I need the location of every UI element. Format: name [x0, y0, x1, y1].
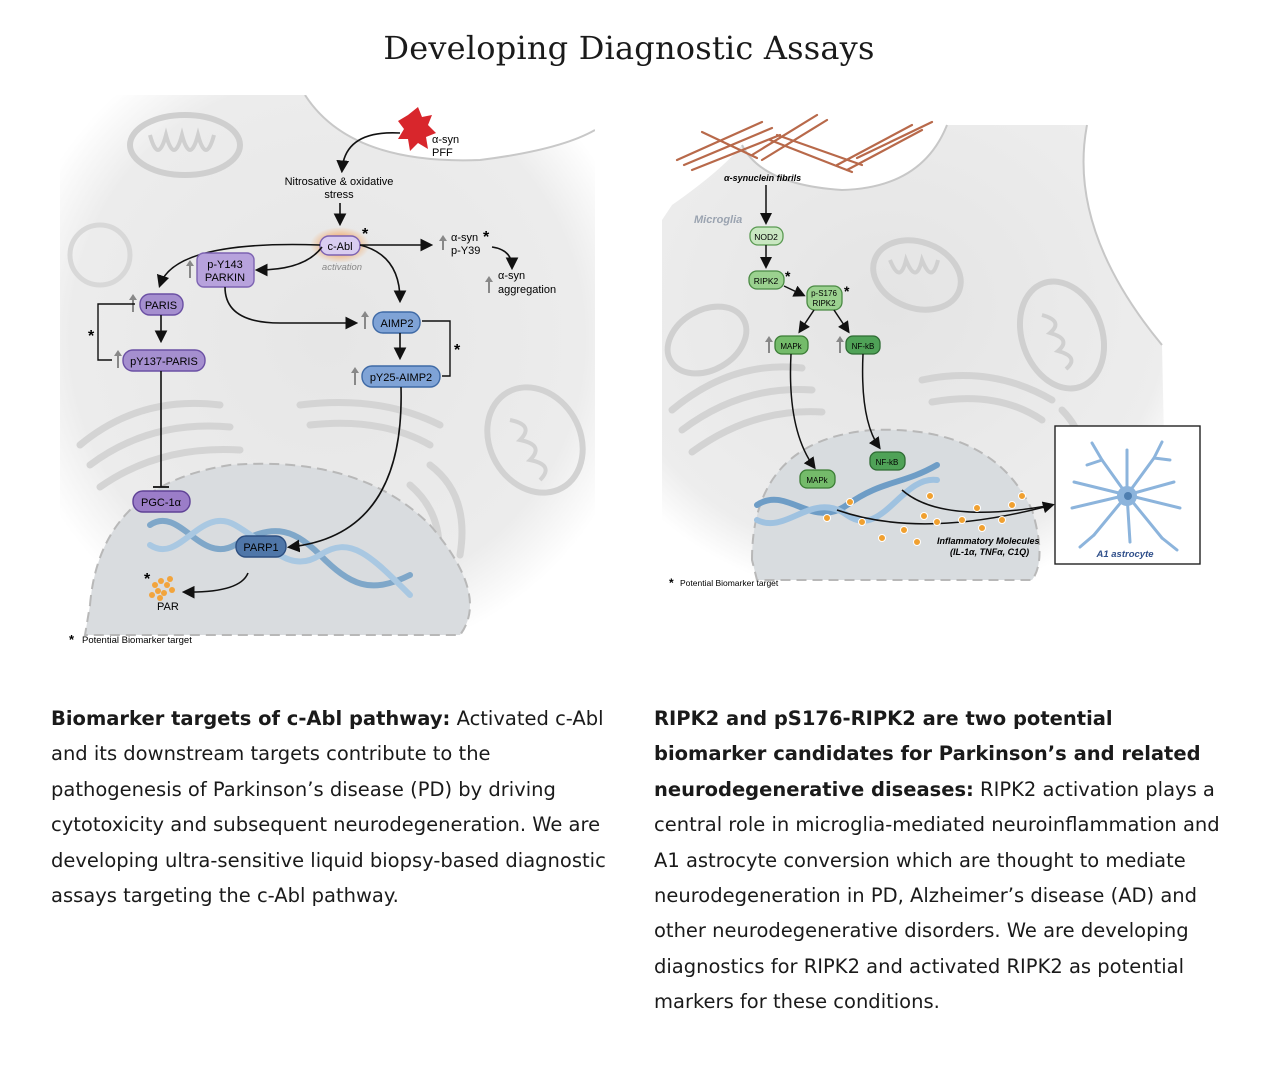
inflammatory-label: (IL-1α, TNFα, C1Q) — [950, 547, 1029, 557]
aimp2-label: AIMP2 — [380, 318, 413, 330]
biomarker-asterisk: * — [844, 283, 850, 299]
ripk2-pathway-svg: α-synuclein fibrils Microglia NOD2 RIPK2… — [662, 113, 1201, 590]
stress-label: Nitrosative & oxidative — [285, 176, 394, 188]
biomarker-asterisk: * — [454, 342, 461, 359]
mitochondrion-icon — [664, 237, 1108, 392]
caption-cabl: Biomarker targets of c-Abl pathway: Acti… — [51, 701, 616, 913]
cabl-pathway-svg: α-syn PFF Nitrosative & oxidative stress… — [60, 95, 595, 647]
vesicle-shape — [67, 222, 133, 288]
caption-ripk2-heading: RIPK2 and pS176-RIPK2 are two potential … — [654, 707, 1201, 801]
parkin-label: p-Y143 — [207, 259, 242, 271]
py137-paris-label: pY137-PARIS — [130, 356, 198, 368]
stress-label: stress — [324, 189, 354, 201]
biomarker-asterisk: * — [785, 268, 791, 284]
asyn-pff-label: PFF — [432, 147, 453, 159]
microglia-label: Microglia — [694, 214, 742, 226]
alpha-syn-pff-icon — [398, 107, 436, 151]
caption-ripk2: RIPK2 and pS176-RIPK2 are two potential … — [654, 701, 1224, 1020]
biomarker-asterisk: * — [88, 328, 95, 345]
mitochondrion-icon — [484, 384, 586, 496]
par-icon — [149, 576, 175, 601]
fibrils-label: α-synuclein fibrils — [724, 173, 801, 183]
caption-ripk2-body: RIPK2 activation plays a central role in… — [654, 777, 1220, 1014]
endoplasmic-reticulum — [76, 399, 466, 569]
ps176-ripk2-label: p-S176 — [811, 289, 837, 298]
alpha-synuclein-fibrils-icon — [675, 113, 934, 174]
ripk2-label: RIPK2 — [754, 276, 779, 286]
biomarker-asterisk: * — [362, 226, 369, 243]
legend-label: Potential Biomarker target — [82, 635, 192, 646]
inflammatory-molecules-icon — [823, 492, 1026, 546]
page-title: Developing Diagnostic Assays — [383, 29, 875, 68]
asyn-py39-label: p-Y39 — [451, 245, 480, 257]
astrocyte-icon — [1070, 440, 1182, 552]
legend-asterisk: * — [69, 632, 75, 647]
pgc1a-label: PGC-1α — [141, 497, 182, 509]
legend-asterisk: * — [669, 576, 674, 590]
ps176-ripk2-node — [806, 285, 843, 311]
aimp2-node — [372, 311, 421, 334]
paris-label: PARIS — [145, 300, 177, 312]
aggregation-label: α-syn — [498, 270, 525, 282]
caption-cabl-body: Activated c-Abl and its downstream targe… — [51, 707, 606, 908]
legend-label: Potential Biomarker target — [680, 578, 779, 588]
ps176-ripk2-label: RIPK2 — [812, 299, 836, 308]
mapk-node — [774, 335, 809, 355]
mapk-nucleus-node — [799, 469, 836, 489]
ripk2-node — [748, 270, 785, 290]
aggregation-label: aggregation — [498, 284, 556, 296]
asyn-py39-label: α-syn — [451, 232, 478, 244]
ripk2-pathway-diagram: α-synuclein fibrils Microglia NOD2 RIPK2… — [662, 110, 1210, 600]
nod2-label: NOD2 — [754, 232, 778, 242]
nfkb-nucleus-label: NF-kB — [876, 458, 899, 467]
inflammatory-label: Inflammatory Molecules — [937, 536, 1040, 546]
parp1-label: PARP1 — [243, 542, 278, 554]
mapk-nucleus-label: MAPk — [806, 476, 828, 485]
biomarker-asterisk: * — [144, 571, 151, 588]
parkin-label: PARKIN — [205, 272, 245, 284]
astrocyte-label: A1 astrocyte — [1095, 549, 1154, 560]
cabl-pathway-diagram: α-syn PFF Nitrosative & oxidative stress… — [60, 95, 595, 655]
mapk-label: MAPk — [780, 342, 802, 351]
asyn-pff-label: α-syn — [432, 134, 459, 146]
nfkb-label: NF-kB — [852, 342, 875, 351]
caption-cabl-heading: Biomarker targets of c-Abl pathway: — [51, 707, 451, 730]
activation-label: activation — [322, 262, 362, 273]
nfkb-nucleus-node — [869, 451, 906, 471]
py137-paris-node — [122, 349, 206, 372]
par-label: PAR — [157, 601, 179, 613]
pgc1a-node — [132, 490, 191, 513]
parp1-node — [235, 535, 287, 558]
mitochondrion-icon — [127, 112, 243, 178]
py25-aimp2-label: pY25-AIMP2 — [370, 372, 432, 384]
biomarker-asterisk: * — [483, 229, 490, 246]
dna-helix-icon — [754, 462, 940, 527]
cabl-label: c-Abl — [327, 241, 352, 253]
